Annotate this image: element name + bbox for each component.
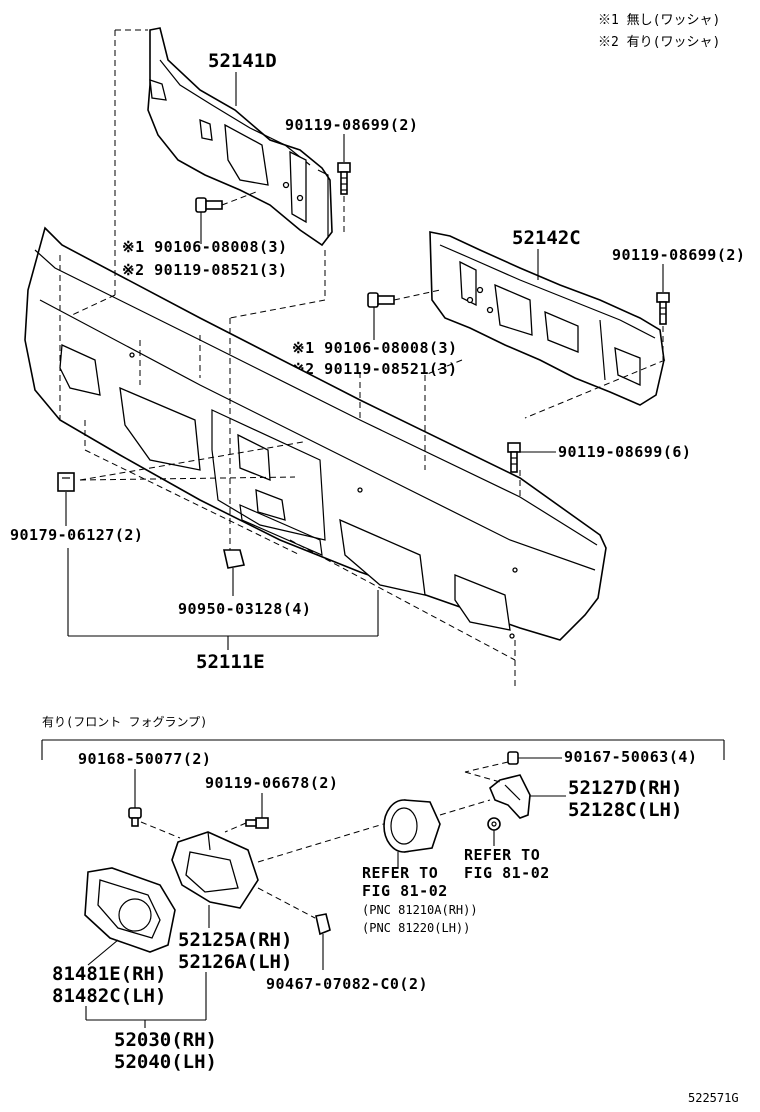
screw-icon xyxy=(507,751,519,765)
bumper-bar-52111e xyxy=(24,226,607,641)
label-81481e: 81481E(RH) xyxy=(52,963,166,985)
label-90119-08699-2-upper: 90119-08699(2) xyxy=(285,116,418,134)
label-90950-03128: 90950-03128(4) xyxy=(178,600,311,618)
bolt-icon xyxy=(245,817,269,829)
label-52141d: 52141D xyxy=(208,50,277,72)
label-52040: 52040(LH) xyxy=(114,1051,217,1073)
label-90119-08699-6: 90119-08699(6) xyxy=(558,443,691,461)
refer-text-1-line1: REFER TO xyxy=(362,864,438,882)
bolt-icon xyxy=(367,292,395,308)
fog-lamp-bracket-52127d xyxy=(489,774,531,819)
bolt-icon xyxy=(195,197,223,213)
label-52030: 52030(RH) xyxy=(114,1029,217,1051)
label-90106-08008-lower: ※1 90106-08008(3) xyxy=(292,339,458,357)
label-90119-06678: 90119-06678(2) xyxy=(205,774,338,792)
label-52127d: 52127D(RH) xyxy=(568,777,682,799)
refer-text-1-line4: (PNC 81220(LH)) xyxy=(362,921,470,935)
label-52125a: 52125A(RH) xyxy=(178,929,292,951)
clip-icon xyxy=(315,913,331,936)
label-90168-50077: 90168-50077(2) xyxy=(78,750,211,768)
refer-text-2-line2: FIG 81-02 xyxy=(464,864,550,882)
refer-text-1-line2: FIG 81-02 xyxy=(362,882,448,900)
fog-lamp-section-title: 有り(フロント フォグランプ) xyxy=(42,715,207,729)
note-no-washer: ※1 無し(ワッシャ) xyxy=(598,13,720,28)
retainer-52142c xyxy=(429,231,665,406)
label-90119-08521-lower: ※2 90119-08521(3) xyxy=(292,360,458,378)
label-52142c: 52142C xyxy=(512,227,581,249)
fog-lamp-bezel-81481e xyxy=(84,867,176,953)
label-81482c: 81482C(LH) xyxy=(52,985,166,1007)
label-52128c: 52128C(LH) xyxy=(568,799,682,821)
label-52111e: 52111E xyxy=(196,651,265,673)
label-52126a: 52126A(LH) xyxy=(178,951,292,973)
label-90106-08008-upper: ※1 90106-08008(3) xyxy=(122,238,288,256)
bolt-icon xyxy=(656,292,670,325)
clip-icon xyxy=(223,549,245,569)
refer-text-2-line1: REFER TO xyxy=(464,846,540,864)
refer-text-1-line3: (PNC 81210A(RH)) xyxy=(362,903,478,917)
bolt-icon xyxy=(337,162,351,195)
label-90119-08521-upper: ※2 90119-08521(3) xyxy=(122,261,288,279)
figure-id: 522571G xyxy=(688,1091,739,1105)
note-with-washer: ※2 有り(ワッシャ) xyxy=(598,35,720,50)
label-90119-08699-2-lower: 90119-08699(2) xyxy=(612,246,745,264)
fog-lamp-bracket-52125a xyxy=(171,831,259,909)
fog-lamp-unit xyxy=(383,799,441,853)
screw-icon xyxy=(128,807,142,827)
label-90167-50063: 90167-50063(4) xyxy=(564,748,697,766)
label-90179-06127: 90179-06127(2) xyxy=(10,526,143,544)
bolt-icon xyxy=(507,442,521,473)
nut-icon xyxy=(57,472,75,492)
retainer-52141d xyxy=(147,27,333,247)
nut-icon xyxy=(487,817,501,831)
label-90467-07082-c0: 90467-07082-C0(2) xyxy=(266,975,428,993)
